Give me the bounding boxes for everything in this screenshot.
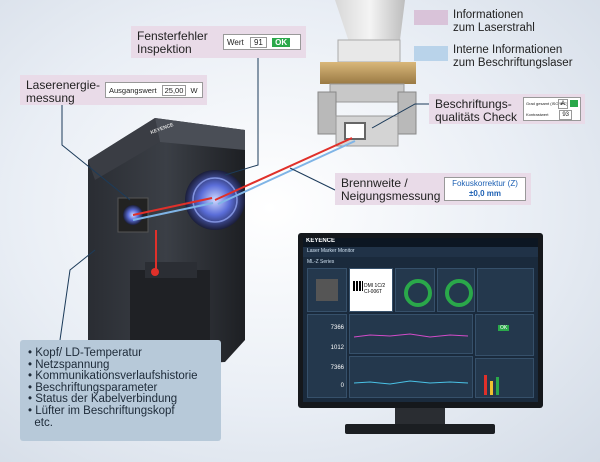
- monitor-screen-title: Laser Marker Monitor: [307, 248, 355, 254]
- monitor-ok-badge: OK: [498, 325, 510, 331]
- callout-laser-energy-title: Laserenergie- messung: [26, 78, 101, 105]
- monitor-value-4: 0: [340, 383, 344, 389]
- monitor-value-3: 7366: [330, 365, 344, 371]
- legend-label-laser: Informationen zum Laserstrahl: [453, 9, 535, 34]
- legend-swatch-laser: [414, 10, 448, 25]
- monitor-panel-right-top: [477, 268, 534, 312]
- monitor-screen: KEYENCE Laser Marker Monitor ML-Z Series…: [303, 238, 538, 402]
- monitor-toolbar: Laser Marker Monitor: [303, 247, 538, 257]
- monitor-panel-right-bottom: [475, 358, 534, 398]
- laser-energy-unit: W: [190, 86, 198, 95]
- callout-window-error: Fensterfehler Inspektion Wert 91 OK: [131, 26, 306, 58]
- monitor-panel-gauge-2: [437, 268, 475, 312]
- callout-marking-quality-title: Beschriftungs- qualitäts Check: [435, 97, 518, 124]
- laser-energy-field: Ausgangswert 25,00 W: [105, 82, 203, 98]
- window-error-field: Wert 91 OK: [223, 34, 301, 50]
- internal-info-list: • Kopf/ LD-Temperatur • Netzspannung • K…: [28, 347, 213, 429]
- legend-swatch-internal: [414, 46, 448, 61]
- monitor-panel-graph-2: [349, 356, 473, 398]
- focal-field-label: Fokuskorrektur (Z): [452, 179, 518, 188]
- internal-info-item: • Beschriftungsparameter: [28, 381, 158, 394]
- internal-info-item: • Kopf/ LD-Temperatur: [28, 347, 142, 359]
- legend-label-internal: Interne Informationen zum Beschriftungsl…: [453, 44, 573, 69]
- marking-quality-row2-label: Kontrastwert: [526, 112, 549, 117]
- monitor-value-2: 1012: [330, 345, 344, 351]
- monitor-panel-graph-1: [349, 314, 473, 354]
- robot-gripper-graphic: [317, 0, 417, 147]
- internal-info-box: • Kopf/ LD-Temperatur • Netzspannung • K…: [20, 340, 221, 441]
- focal-value: ±0,0 mm: [469, 189, 501, 198]
- callout-focal: Brennweite / Neigungsmessung Fokuskorrek…: [335, 173, 531, 205]
- monitor-panel-values: 7366 1012 7366 0: [307, 314, 347, 398]
- marking-quality-ok-indicator: [570, 100, 578, 107]
- internal-info-item: • Kommunikationsverlaufshistorie: [28, 370, 198, 383]
- monitor-brand: KEYENCE: [306, 238, 336, 244]
- marking-quality-row1-value: A: [557, 99, 568, 109]
- internal-info-item: etc.: [34, 416, 53, 429]
- monitor-panel-image: [307, 268, 347, 312]
- laser-beams: [132, 137, 356, 272]
- monitor-panel-code: DMI 1C/2 CI-006T: [349, 268, 393, 312]
- callout-laser-energy: Laserenergie- messung Ausgangswert 25,00…: [20, 75, 207, 105]
- marking-quality-row2-value: 93: [559, 110, 572, 120]
- monitor-code-text: DMI 1C/2 CI-006T: [364, 283, 386, 295]
- marking-quality-panel: Grad gesamt (ISO/IEC) A Kontrastwert 93: [523, 97, 581, 121]
- internal-info-item: • Lüfter im Beschriftungskopf: [28, 404, 175, 417]
- internal-info-item: • Netzspannung: [28, 358, 110, 371]
- monitor-subtitle: ML-Z Series: [307, 259, 335, 265]
- window-error-status: OK: [272, 38, 291, 47]
- monitor-value-1: 7366: [330, 325, 344, 331]
- window-error-value: 91: [249, 37, 267, 48]
- laser-energy-value: 25,00: [161, 85, 187, 96]
- callout-focal-title: Brennweite / Neigungsmessung: [341, 176, 441, 203]
- callout-marking-quality: Beschriftungs- qualitäts Check Grad gesa…: [429, 94, 585, 124]
- monitor-panel-right-mid: OK: [475, 314, 534, 356]
- monitor-titlebar: KEYENCE: [303, 238, 538, 247]
- laser-energy-field-label: Ausgangswert: [109, 86, 157, 95]
- internal-info-item: • Status der Kabelverbindung: [28, 393, 178, 406]
- monitor-panel-gauge-1: [395, 268, 435, 312]
- window-error-field-label: Wert: [227, 38, 244, 47]
- marking-quality-row1-label: Grad gesamt (ISO/IEC): [526, 101, 568, 106]
- callout-window-error-title: Fensterfehler Inspektion: [137, 29, 208, 56]
- focal-field: Fokuskorrektur (Z) ±0,0 mm: [444, 177, 526, 201]
